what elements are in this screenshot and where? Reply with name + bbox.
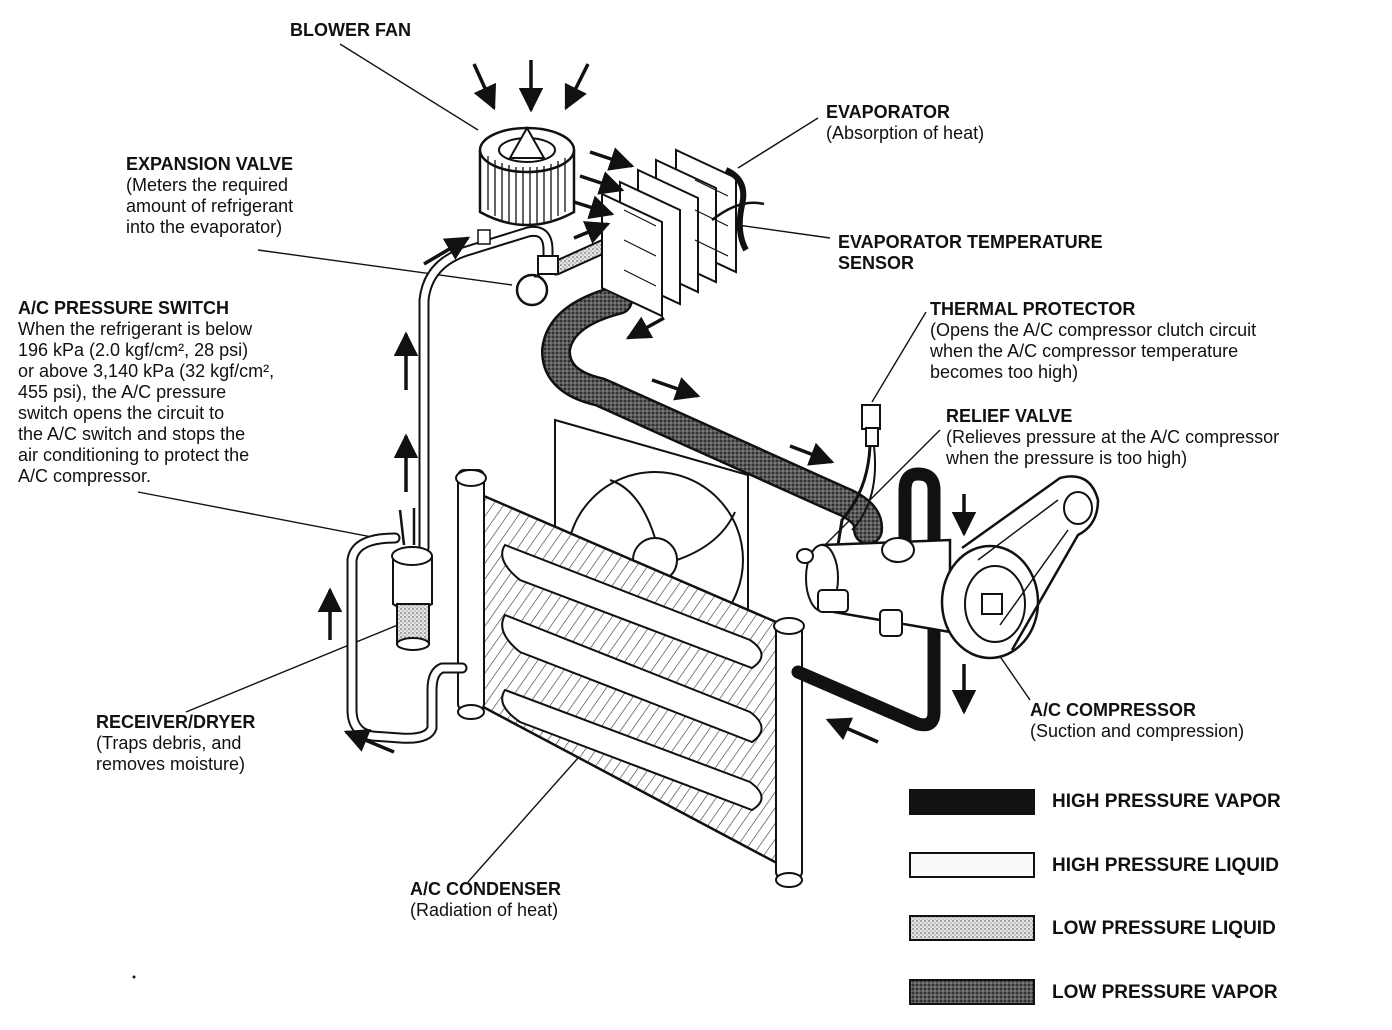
receiver-dryer-title: RECEIVER/DRYER [96, 712, 256, 732]
legend-label: HIGH PRESSURE LIQUID [1052, 855, 1279, 876]
evap-sensor-title-line2: SENSOR [838, 253, 915, 273]
legend-item-low-pressure-vapor: LOW PRESSURE VAPOR [910, 981, 1360, 1007]
compressor [796, 475, 1100, 660]
evaporator [601, 148, 765, 318]
condenser [455, 469, 805, 888]
pressure-switch-title: A/C PRESSURE SWITCH [18, 298, 230, 318]
leader-expansion-valve [257, 249, 513, 286]
relief-valve [796, 548, 814, 564]
leader-evaporator [737, 117, 819, 169]
legend-label: LOW PRESSURE VAPOR [1052, 982, 1278, 1003]
label-compressor: A/C COMPRESSOR (Suction and compression) [1030, 700, 1244, 742]
legend-label: LOW PRESSURE LIQUID [1052, 918, 1276, 939]
label-pressure-switch: A/C PRESSURE SWITCH When the refrigerant… [18, 298, 274, 487]
legend-item-high-pressure-vapor: HIGH PRESSURE VAPOR [910, 790, 1360, 816]
expansion-valve [477, 229, 559, 307]
evap-sensor-title: EVAPORATOR TEMPERATURE [838, 232, 1103, 252]
label-evaporator: EVAPORATOR (Absorption of heat) [826, 102, 984, 144]
legend-item-high-pressure-liquid: HIGH PRESSURE LIQUID [910, 854, 1360, 880]
receiver-dryer [391, 508, 433, 651]
thermal-protector [836, 404, 881, 546]
thermal-protector-title: THERMAL PROTECTOR [930, 299, 1136, 319]
evaporator-desc: (Absorption of heat) [826, 123, 985, 143]
label-receiver-dryer: RECEIVER/DRYER (Traps debris, and remove… [96, 712, 255, 775]
legend-label: HIGH PRESSURE VAPOR [1052, 791, 1281, 812]
expansion-valve-desc: (Meters the required amount of refrigera… [126, 175, 294, 237]
evaporator-temperature-sensor-wire [711, 201, 765, 221]
label-expansion-valve: EXPANSION VALVE (Meters the required amo… [126, 154, 293, 238]
pressure-switch-desc: When the refrigerant is below 196 kPa (2… [18, 319, 275, 486]
leader-pressure-switch [137, 491, 399, 543]
label-thermal-protector: THERMAL PROTECTOR (Opens the A/C compres… [930, 299, 1256, 383]
legend-swatches [909, 789, 1035, 1005]
relief-valve-title: RELIEF VALVE [946, 406, 1073, 426]
condenser-title: A/C CONDENSER [410, 879, 562, 899]
thermal-protector-desc: (Opens the A/C compressor clutch circuit… [930, 320, 1257, 382]
label-evap-temp-sensor: EVAPORATOR TEMPERATURE SENSOR [838, 232, 1103, 274]
leader-condenser [467, 757, 579, 883]
leader-thermal-protector [871, 311, 927, 403]
expansion-valve-title: EXPANSION VALVE [126, 154, 294, 174]
leader-blower-fan [339, 43, 479, 131]
leader-lines [137, 43, 1031, 883]
compressor-title: A/C COMPRESSOR [1030, 700, 1197, 720]
blower-fan-title: BLOWER FAN [290, 20, 411, 40]
label-relief-valve: RELIEF VALVE (Relieves pressure at the A… [946, 406, 1279, 469]
leader-receiver-dryer [185, 621, 406, 713]
relief-valve-desc: (Relieves pressure at the A/C compressor… [946, 427, 1280, 468]
compressor-desc: (Suction and compression) [1030, 721, 1245, 741]
flow-arrows [317, 60, 977, 754]
evaporator-title: EVAPORATOR [826, 102, 951, 122]
label-blower-fan: BLOWER FAN [290, 20, 411, 41]
condenser-desc: (Radiation of heat) [410, 900, 559, 920]
legend-item-low-pressure-liquid: LOW PRESSURE LIQUID [910, 917, 1360, 943]
label-condenser: A/C CONDENSER (Radiation of heat) [410, 879, 561, 921]
blower-fan [478, 125, 576, 227]
receiver-dryer-desc: (Traps debris, and removes moisture) [96, 733, 246, 774]
